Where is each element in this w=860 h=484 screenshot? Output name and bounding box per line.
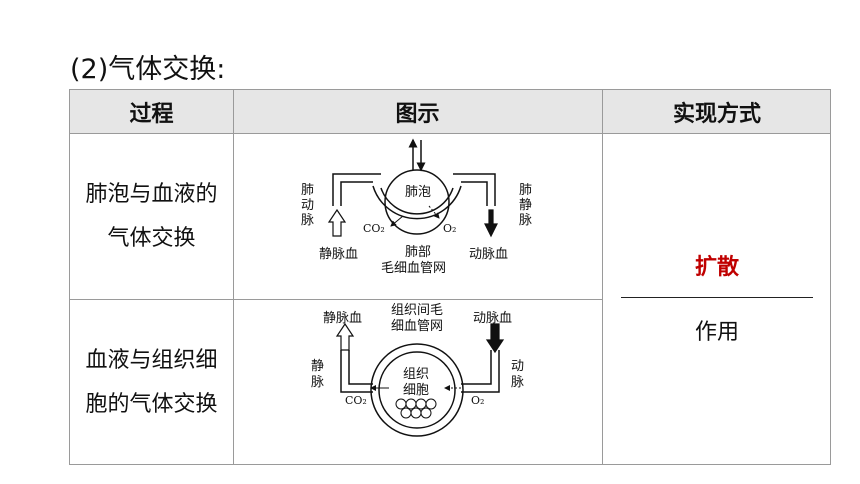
pulmonary-vein-label: 肺 — [519, 183, 532, 198]
tissue-cell-label: 细胞 — [403, 383, 429, 398]
artery-vessel — [461, 350, 492, 385]
capillary-label: 肺部 — [405, 245, 431, 260]
alveolus-circle — [384, 169, 450, 235]
vein-label: 脉 — [311, 375, 324, 390]
row-divider — [70, 299, 602, 300]
venous-blood-arrow-icon — [335, 322, 355, 351]
arterial-blood-label: 动脉血 — [473, 311, 512, 326]
method-answer-diffusion: 扩散 — [694, 255, 739, 280]
column-divider — [233, 90, 234, 464]
capillary-ring-inner — [378, 351, 456, 429]
capillary-outer — [372, 185, 462, 220]
capillary-inner — [380, 187, 454, 215]
o2-label: O₂ — [471, 394, 484, 407]
table-header-row — [70, 90, 830, 134]
co2-out-arrow — [390, 215, 404, 227]
alveolus-label: 肺泡 — [405, 185, 431, 200]
venous-blood-label: 静脉血 — [323, 311, 362, 326]
header-method: 实现方式 — [672, 102, 761, 127]
co2-label: CO₂ — [363, 222, 385, 235]
arterial-blood-arrow-icon — [485, 323, 505, 354]
pulmonary-artery-label: 动 — [301, 198, 314, 213]
artery-label: 动 — [511, 359, 524, 374]
pulmonary-artery-vessel — [332, 173, 381, 206]
process-text-line: 肺泡与血液的 — [85, 181, 218, 207]
tissue-cells-icon — [395, 398, 437, 419]
vein-vessel — [348, 350, 373, 385]
pulmonary-vein-vessel — [461, 181, 488, 206]
blank-underline — [621, 297, 813, 298]
venous-blood-label: 静脉血 — [319, 247, 358, 262]
artery-label: 脉 — [511, 375, 524, 390]
capillary-label: 细血管网 — [391, 319, 443, 334]
process-text-line: 血液与组织细 — [85, 348, 218, 373]
pulmonary-artery-vessel — [340, 181, 373, 206]
gas-exchange-table: 过程 图示 实现方式 肺泡与血液的 气体交换 血液与组织细 胞的气体交换 扩散 … — [69, 89, 831, 465]
process-alveolar-exchange: 肺泡与血液的 气体交换 — [70, 134, 233, 299]
vein-label: 静 — [311, 359, 324, 374]
pulmonary-vein-vessel — [453, 173, 496, 206]
process-text-line: 胞的气体交换 — [85, 392, 218, 417]
header-illustration: 图示 — [395, 102, 440, 127]
alveolar-exchange-diagram: 肺 动 脉 肺 静 脉 肺泡 CO₂ O₂ 静脉血 动脉血 肺部 毛细血管网 — [301, 138, 532, 276]
o2-label: O₂ — [443, 222, 456, 235]
arterial-blood-label: 动脉血 — [469, 247, 508, 262]
header-process: 过程 — [129, 102, 174, 127]
pulmonary-artery-label: 脉 — [301, 213, 314, 228]
tissue-exchange-diagram: 静脉血 动脉血 组织间毛 细血管网 静 脉 动 脉 组织 细胞 CO₂ O₂ — [311, 303, 524, 437]
pulmonary-vein-label: 静 — [519, 198, 532, 213]
vein-vessel — [340, 350, 373, 393]
pulmonary-artery-label: 肺 — [301, 183, 314, 198]
column-divider — [602, 90, 603, 464]
pulmonary-vein-label: 脉 — [519, 213, 532, 228]
arterial-blood-arrow-icon — [484, 209, 498, 238]
method-effect: 作用 — [694, 320, 739, 345]
o2-in-arrow — [428, 205, 440, 219]
capillary-label: 毛细血管网 — [381, 261, 446, 276]
venous-blood-arrow-icon — [327, 208, 347, 237]
tissue-cell-label: 组织 — [403, 367, 429, 382]
capillary-label: 组织间毛 — [391, 303, 443, 318]
section-heading: (2)气体交换: — [70, 54, 226, 85]
artery-vessel — [461, 350, 500, 393]
co2-label: CO₂ — [345, 394, 367, 407]
process-text-line: 气体交换 — [107, 225, 196, 251]
process-tissue-exchange: 血液与组织细 胞的气体交换 — [70, 300, 233, 466]
